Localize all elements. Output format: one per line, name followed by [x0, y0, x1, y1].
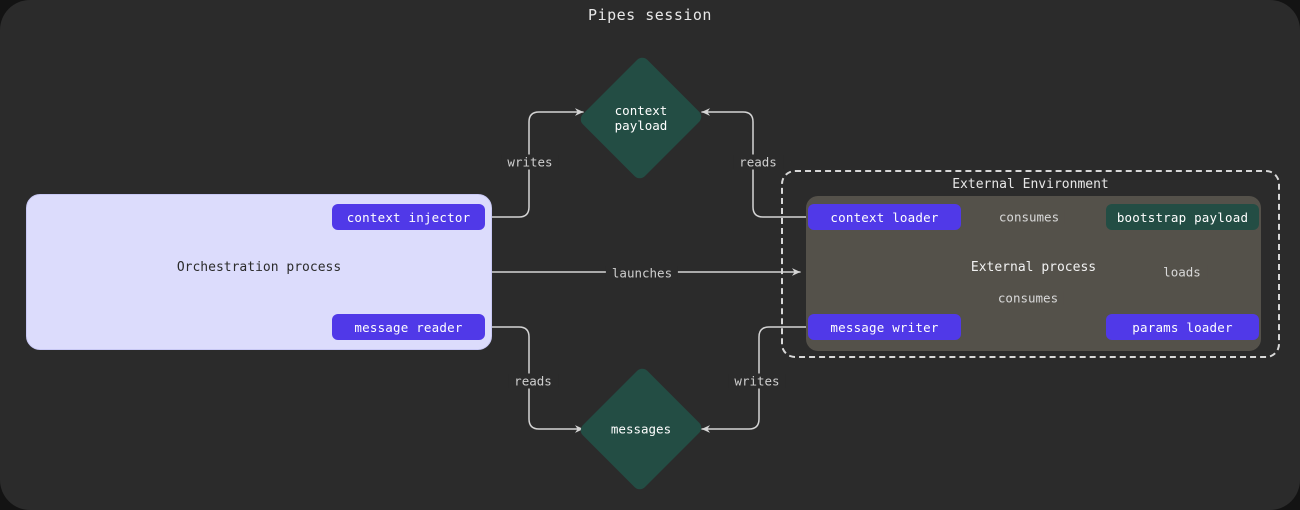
edge-label-launches: launches	[605, 265, 679, 281]
edge-label-loads: loads	[1157, 264, 1207, 280]
edge-label-consumes-message: consumes	[991, 290, 1065, 306]
cluster-external-environment: External Environment	[781, 170, 1280, 358]
edge-label-writes-context: writes	[501, 154, 559, 170]
node-context-payload[interactable]: context payload	[577, 54, 705, 182]
node-message-reader[interactable]: message reader	[332, 314, 485, 340]
edge-label-reads-context: reads	[733, 154, 783, 170]
cluster-external-environment-label: External Environment	[952, 177, 1109, 192]
edge-label-consumes-context: consumes	[992, 209, 1066, 225]
cluster-external-process-label: External process	[970, 260, 1097, 275]
edge-label-reads-messages: reads	[508, 373, 558, 389]
node-messages-label: messages	[610, 421, 672, 437]
node-context-injector[interactable]: context injector	[332, 204, 485, 230]
node-context-payload-label: context payload	[614, 103, 668, 133]
node-params-loader[interactable]: params loader	[1106, 314, 1259, 340]
node-context-loader[interactable]: context loader	[808, 204, 961, 230]
node-bootstrap-payload[interactable]: bootstrap payload	[1106, 204, 1259, 230]
node-messages[interactable]: messages	[577, 365, 705, 493]
edge-label-writes-messages: writes	[728, 373, 786, 389]
page-title: Pipes session	[588, 6, 712, 24]
node-message-writer[interactable]: message writer	[808, 314, 961, 340]
cluster-orchestration-label: Orchestration process	[176, 260, 342, 275]
